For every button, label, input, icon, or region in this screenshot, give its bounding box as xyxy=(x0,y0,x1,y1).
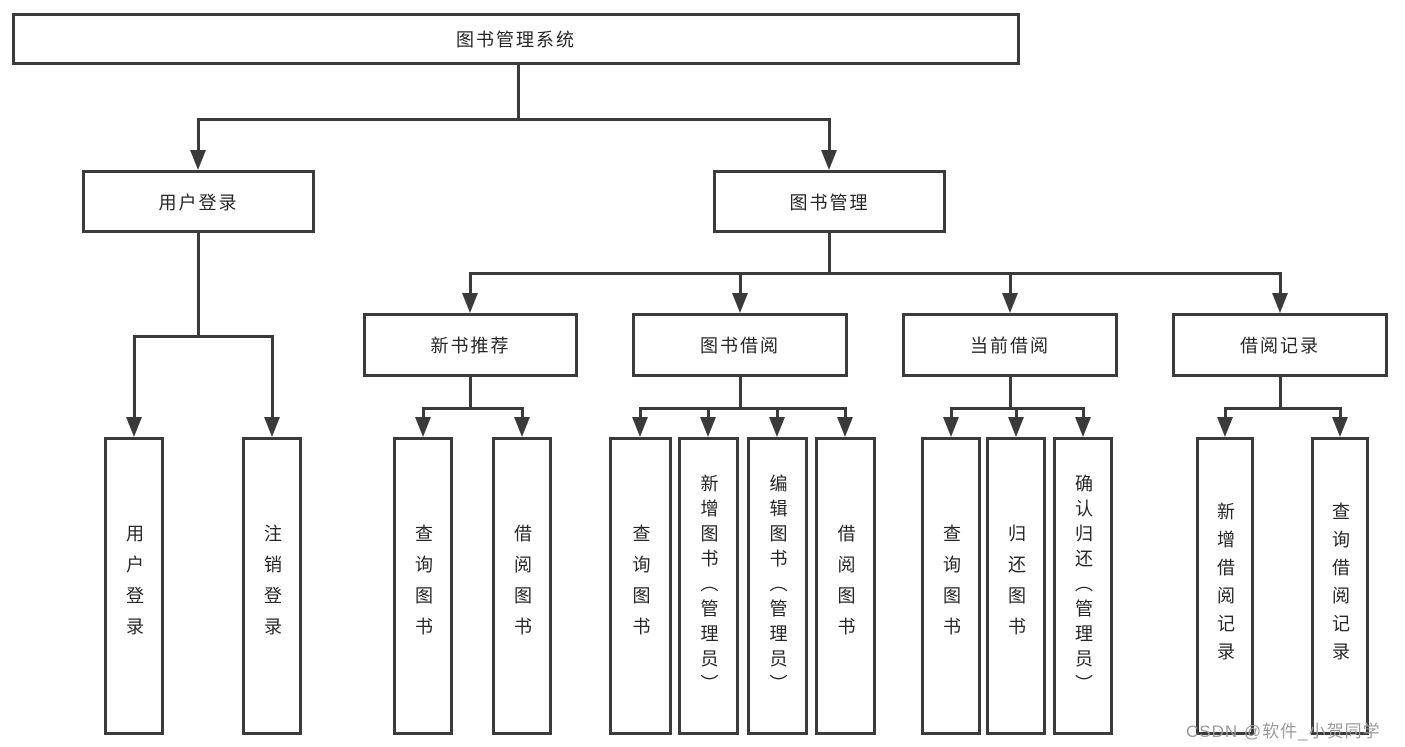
arrowhead-bb-leaf2 xyxy=(700,417,716,437)
leaf-borrow-books-recommend: 借阅图书 xyxy=(492,437,552,735)
arrowhead-rec-leaf1 xyxy=(1217,417,1233,437)
arrowhead-rec-leaf2 xyxy=(1332,417,1348,437)
edge-current-borrow-stub xyxy=(1009,377,1012,410)
node-current-borrowing: 当前借阅 xyxy=(902,313,1118,377)
edge-bb-leaf4 xyxy=(844,407,847,419)
arrowhead-bb-leaf3 xyxy=(769,417,785,437)
arrowhead-cb-leaf3 xyxy=(1075,417,1091,437)
edge-rec-leaf2 xyxy=(1339,407,1342,419)
edge-book-mgmt-stub xyxy=(828,233,831,275)
arrowhead-user-login xyxy=(190,150,206,170)
arrowhead-bb-leaf4 xyxy=(837,417,853,437)
edge-to-new-book xyxy=(469,272,472,296)
edge-records-stub xyxy=(1279,377,1282,410)
edge-cb-leaf3 xyxy=(1082,407,1085,419)
edge-user-login-stub xyxy=(197,233,200,338)
edge-to-user-login xyxy=(197,118,200,154)
node-borrowing-records: 借阅记录 xyxy=(1172,313,1388,377)
edge-records-branch xyxy=(1224,407,1342,410)
arrowhead-cb-leaf1 xyxy=(943,417,959,437)
node-new-book-recommend: 新书推荐 xyxy=(363,313,578,377)
leaf-edit-books-admin: 编辑图书（管理员） xyxy=(747,437,808,735)
arrowhead-leaf-login xyxy=(126,417,142,437)
leaf-user-login: 用户登录 xyxy=(104,437,164,735)
node-user-login: 用户登录 xyxy=(82,170,315,233)
edge-to-book-borrowing xyxy=(739,272,742,296)
edge-to-leaf-login xyxy=(133,335,136,419)
edge-to-leaf-logout xyxy=(271,335,274,419)
leaf-add-books-admin: 新增图书（管理员） xyxy=(678,437,739,735)
edge-to-borrowing-records xyxy=(1279,272,1282,296)
edge-book-borrow-stub xyxy=(739,377,742,410)
edge-rec-leaf1 xyxy=(1224,407,1227,419)
leaf-query-books-borrowing: 查询图书 xyxy=(609,437,672,735)
arrowhead-book-management xyxy=(821,150,837,170)
arrowhead-nb-leaf2 xyxy=(514,417,530,437)
leaf-logout: 注销登录 xyxy=(242,437,302,735)
edge-new-book-stub xyxy=(469,377,472,410)
leaf-borrow-books: 借阅图书 xyxy=(815,437,876,735)
edge-user-login-branch xyxy=(133,335,274,338)
edge-new-book-branch xyxy=(422,407,524,410)
arrowhead-leaf-logout xyxy=(264,417,280,437)
leaf-confirm-return-admin: 确认归还（管理员） xyxy=(1053,437,1113,735)
edge-bb-leaf1 xyxy=(639,407,642,419)
leaf-query-books-current: 查询图书 xyxy=(921,437,981,735)
arrowhead-cb-leaf2 xyxy=(1008,417,1024,437)
leaf-query-borrow-record: 查询借阅记录 xyxy=(1311,437,1369,735)
edge-to-book-management xyxy=(828,118,831,154)
arrowhead-borrowing-records xyxy=(1272,293,1288,313)
arrowhead-nb-leaf1 xyxy=(415,417,431,437)
arrowhead-current-borrowing xyxy=(1002,293,1018,313)
edge-to-current-borrowing xyxy=(1009,272,1012,296)
edge-book-mgmt-branch xyxy=(469,272,1282,275)
arrowhead-bb-leaf1 xyxy=(632,417,648,437)
edge-book-borrow-branch xyxy=(639,407,847,410)
leaf-query-books-recommend: 查询图书 xyxy=(393,437,453,735)
leaf-return-books: 归还图书 xyxy=(986,437,1046,735)
leaf-add-borrow-record: 新增借阅记录 xyxy=(1196,437,1254,735)
edge-nb-leaf1 xyxy=(422,407,425,419)
edge-cb-leaf1 xyxy=(950,407,953,419)
csdn-watermark: CSDN @软件_小贺同学 xyxy=(1186,722,1381,741)
edge-root-stub xyxy=(517,65,520,119)
node-library-system: 图书管理系统 xyxy=(12,13,1020,65)
arrowhead-new-book xyxy=(462,293,478,313)
edge-root-branch xyxy=(197,118,831,121)
edge-nb-leaf2 xyxy=(521,407,524,419)
edge-bb-leaf3 xyxy=(776,407,779,419)
node-book-borrowing: 图书借阅 xyxy=(632,313,848,377)
edge-bb-leaf2 xyxy=(707,407,710,419)
node-book-management: 图书管理 xyxy=(713,170,946,233)
edge-cb-leaf2 xyxy=(1015,407,1018,419)
arrowhead-book-borrowing xyxy=(732,293,748,313)
